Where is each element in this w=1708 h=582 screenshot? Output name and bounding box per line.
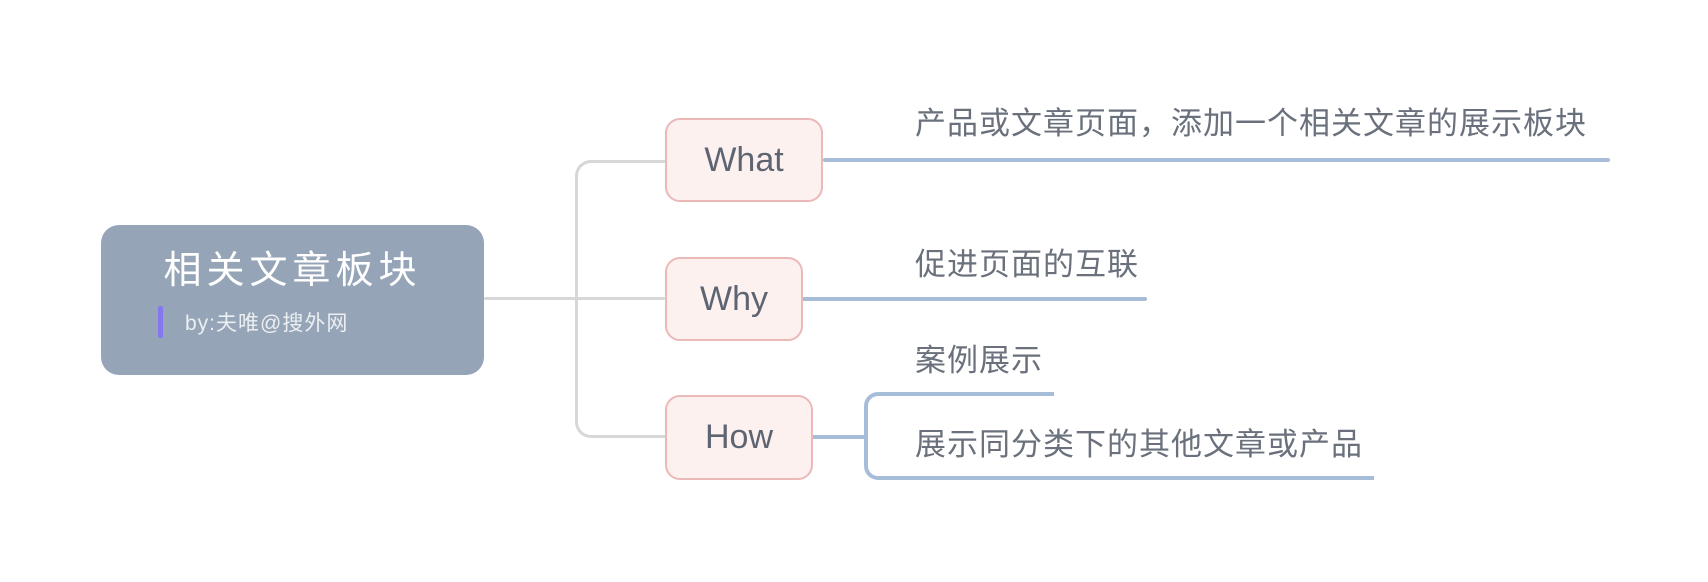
subtitle-accent-bar: [158, 306, 163, 338]
branch-node-why[interactable]: Why: [665, 257, 803, 341]
child-topic-what-1[interactable]: 产品或文章页面，添加一个相关文章的展示板块: [915, 106, 1587, 141]
child-topic-why-1[interactable]: 促进页面的互联: [915, 247, 1139, 282]
branch-node-how[interactable]: How: [665, 395, 813, 480]
connector-how-stub: [811, 435, 866, 439]
connector-root-to-what: [575, 160, 667, 299]
connector-how-child1-underline: [864, 392, 1054, 439]
branch-node-what[interactable]: What: [665, 118, 823, 202]
root-topic[interactable]: 相关文章板块 by:夫唯@搜外网: [101, 225, 484, 375]
connector-why-child-underline: [801, 297, 1147, 301]
root-subtitle-row: by:夫唯@搜外网: [158, 306, 484, 338]
connector-root-to-how: [575, 298, 667, 438]
root-topic-subtitle: by:夫唯@搜外网: [185, 312, 349, 335]
branch-label-what: What: [704, 140, 784, 179]
connector-root-to-why: [484, 297, 665, 300]
branch-label-how: How: [704, 418, 774, 456]
child-topic-how-1[interactable]: 案例展示: [915, 343, 1043, 378]
connector-how-child2-underline: [864, 437, 1374, 480]
root-topic-title: 相关文章板块: [163, 250, 422, 292]
branch-label-why: Why: [700, 279, 768, 318]
connector-what-child-underline: [823, 158, 1610, 162]
child-topic-how-2[interactable]: 展示同分类下的其他文章或产品: [915, 427, 1363, 462]
